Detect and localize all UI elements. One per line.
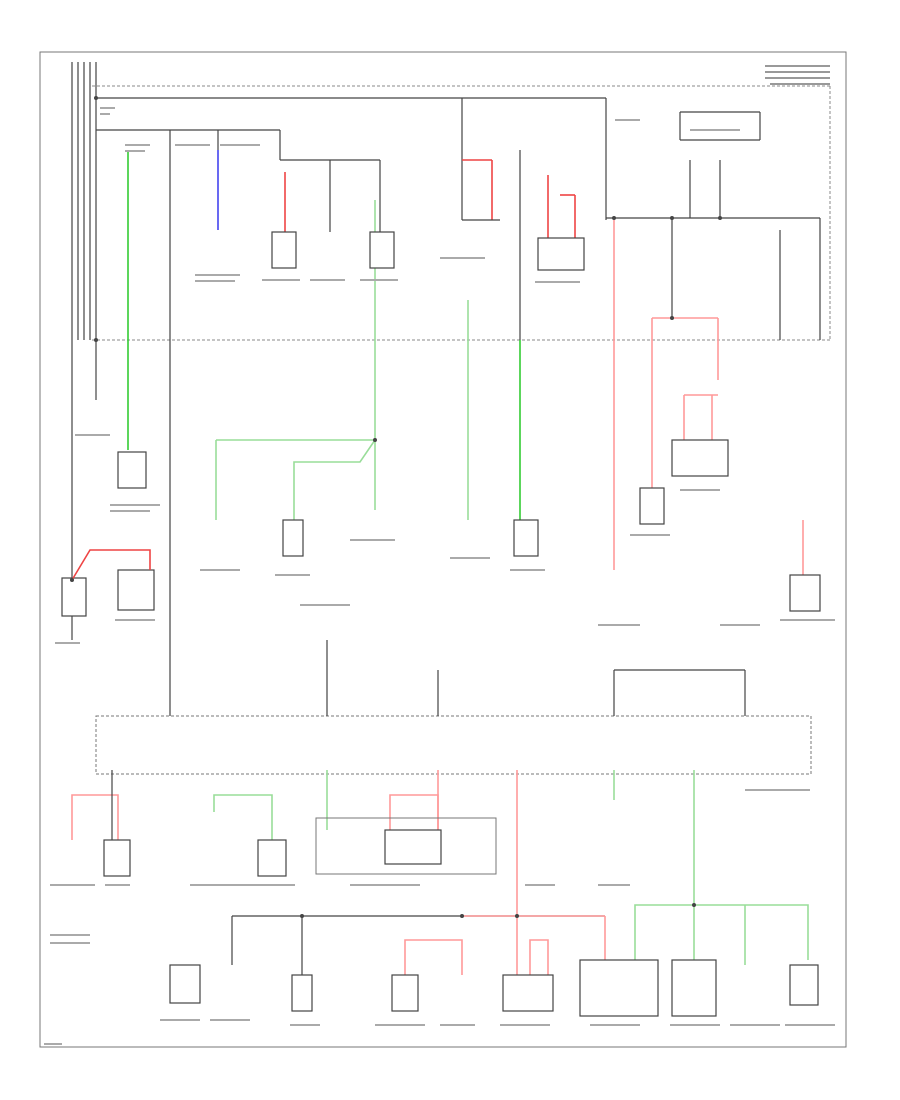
- under-dash-fuse-box: [95, 640, 812, 775]
- battery-feed-wires: [71, 62, 606, 580]
- header-note: [765, 65, 830, 85]
- underhood-fuse-box-outline: [92, 85, 831, 341]
- fuse-feed-verticals: [169, 98, 821, 690]
- upper-colored-circuits: [127, 150, 804, 575]
- upper-components: [117, 231, 821, 612]
- label-placeholders: [44, 107, 835, 1045]
- diagram-frame: [39, 51, 847, 1048]
- starter: [71, 549, 155, 611]
- lower-circuits: [71, 770, 809, 975]
- battery: [61, 577, 87, 640]
- ignition-green-branches: [215, 439, 376, 520]
- junction-dots: [70, 96, 722, 918]
- lower-components: [103, 817, 819, 1017]
